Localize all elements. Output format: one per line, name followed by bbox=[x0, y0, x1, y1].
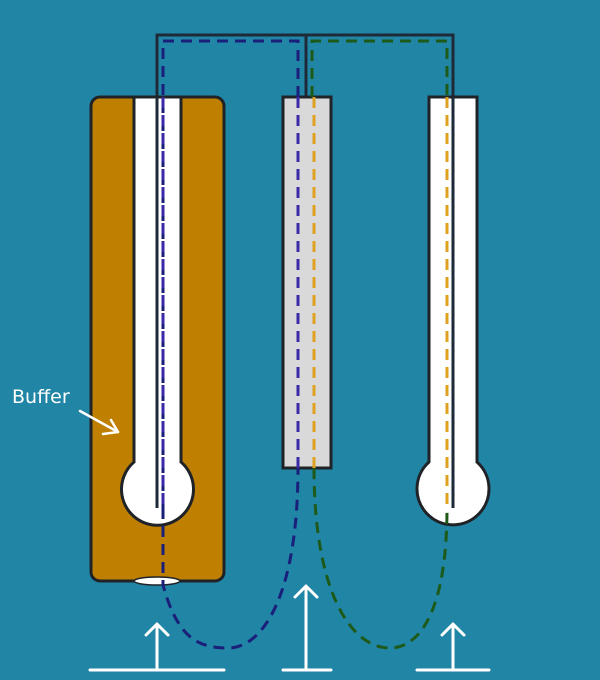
green-path-top bbox=[310, 39, 449, 97]
right-electrode bbox=[415, 95, 491, 527]
blue-path-loop bbox=[161, 467, 300, 650]
buffer-arrow bbox=[78, 409, 120, 436]
blue-path-top bbox=[161, 39, 300, 508]
bottom-arrows bbox=[88, 584, 491, 672]
green-path-loop bbox=[312, 467, 449, 650]
top-wires bbox=[155, 33, 455, 97]
reference-electrode bbox=[89, 95, 226, 586]
center-up-arrow bbox=[293, 584, 319, 672]
buffer-label: Buffer bbox=[12, 386, 70, 408]
left-up-arrow bbox=[144, 622, 170, 672]
center-electrode bbox=[281, 95, 333, 470]
porous-junction bbox=[133, 576, 181, 586]
circuit-paths bbox=[161, 39, 449, 650]
right-up-arrow bbox=[440, 622, 466, 672]
